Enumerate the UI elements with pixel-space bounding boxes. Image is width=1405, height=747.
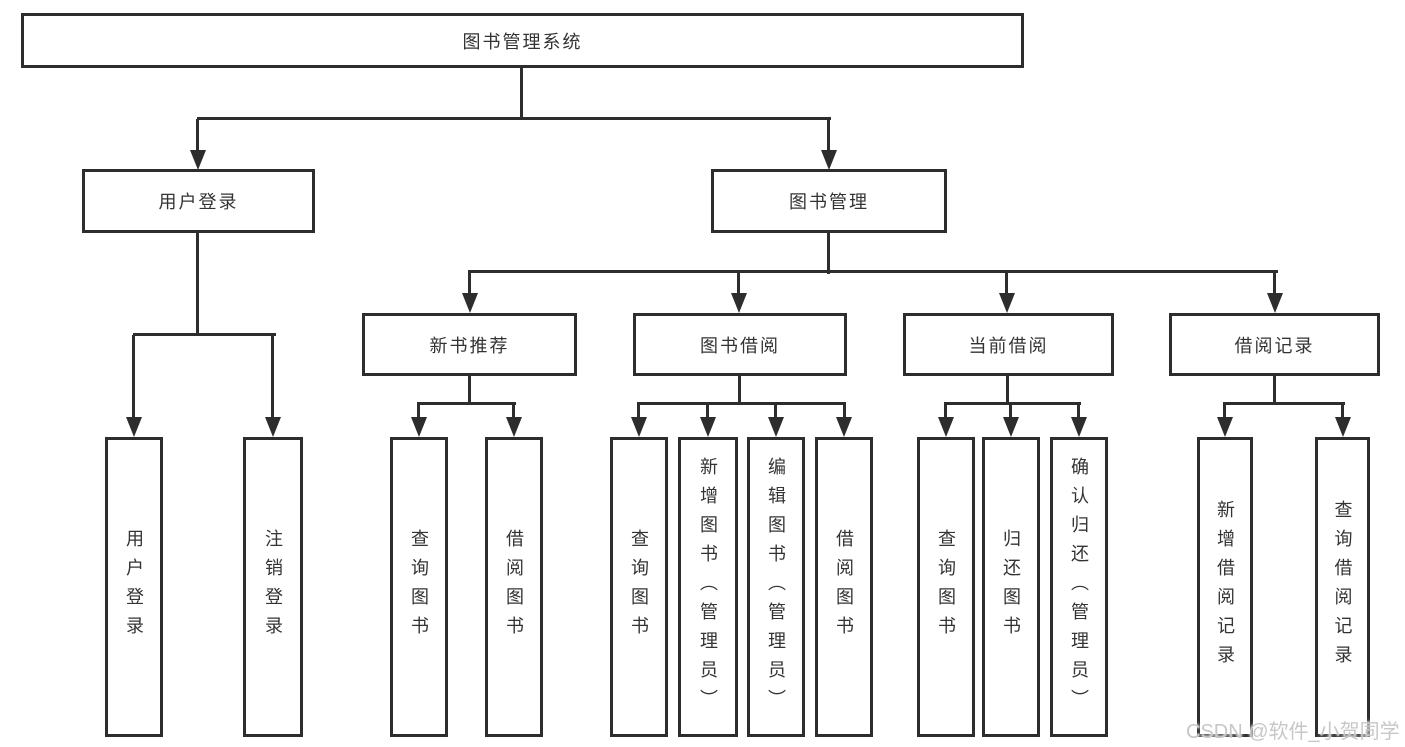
arrowhead-book-mgmt — [821, 150, 837, 170]
node-borrow-records-label: 借阅记录 — [1234, 335, 1315, 356]
leaf-query-books-1-label: 查询图书 — [409, 529, 429, 645]
connector-shaft-book-mgmt — [827, 119, 830, 162]
node-new-books: 新书推荐 — [362, 313, 577, 376]
connector-shaft-leaf-e1 — [1223, 404, 1226, 422]
node-book-mgmt-label: 图书管理 — [789, 192, 869, 212]
connector-shaft-leaf-b1 — [417, 404, 420, 422]
leaf-logout: 注销登录 — [243, 437, 303, 737]
node-current-borrow-label: 当前借阅 — [968, 335, 1049, 356]
connector-shaft-leaf-d1 — [944, 404, 947, 422]
connector-root-drop — [520, 68, 523, 119]
leaf-return-books-label: 归还图书 — [1001, 529, 1021, 645]
leaf-borrow-books-2: 借阅图书 — [815, 437, 873, 737]
connector-shaft-leaf-c3 — [774, 404, 777, 422]
connector-new-books-bus — [417, 402, 516, 405]
arrowhead-leaf-b1 — [411, 417, 427, 437]
connector-shaft-user-login — [196, 119, 199, 162]
connector-current-borrow-drop — [1006, 375, 1009, 405]
leaf-query-books-1: 查询图书 — [390, 437, 448, 737]
connector-shaft-leaf-c4 — [843, 404, 846, 422]
connector-borrow-records-bus — [1223, 402, 1345, 405]
leaf-user-login: 用户登录 — [105, 437, 163, 737]
connector-book-borrow-drop — [738, 376, 741, 405]
connector-root-bus — [197, 117, 831, 120]
connector-shaft-leaf-b2 — [512, 404, 515, 422]
arrowhead-borrow-records — [1267, 293, 1283, 313]
leaf-borrow-books-1: 借阅图书 — [485, 437, 543, 737]
node-book-mgmt: 图书管理 — [711, 169, 947, 233]
leaf-query-books-2-label: 查询图书 — [629, 529, 649, 645]
node-book-borrow: 图书借阅 — [633, 313, 847, 376]
connector-shaft-leaf-d3 — [1077, 404, 1080, 422]
connector-shaft-leaf-d2 — [1009, 404, 1012, 422]
leaf-query-books-3: 查询图书 — [917, 437, 975, 737]
arrowhead-current-borrow — [999, 293, 1015, 313]
connector-shaft-borrow-records — [1273, 272, 1276, 299]
arrowhead-leaf-c1 — [631, 417, 647, 437]
arrowhead-leaf-e1 — [1217, 417, 1233, 437]
node-new-books-label: 新书推荐 — [429, 335, 510, 356]
connector-current-borrow-bus — [944, 402, 1081, 405]
leaf-borrow-books-1-label: 借阅图书 — [504, 529, 524, 645]
arrowhead-leaf-d2 — [1003, 417, 1019, 437]
arrowhead-leaf-a1 — [126, 417, 142, 437]
leaf-query-borrow-record-label: 查询借阅记录 — [1332, 500, 1353, 674]
connector-shaft-current-borrow — [1005, 272, 1008, 299]
leaf-query-books-3-label: 查询图书 — [936, 529, 956, 645]
leaf-add-books-admin-label: 新增图书（管理员） — [698, 456, 718, 718]
leaf-edit-books-admin-label: 编辑图书（管理员） — [766, 456, 786, 718]
connector-book-mgmt-drop — [827, 233, 830, 274]
node-library-system: 图书管理系统 — [21, 13, 1024, 68]
leaf-add-borrow-record-label: 新增借阅记录 — [1215, 500, 1235, 674]
leaf-add-books-admin: 新增图书（管理员） — [678, 437, 738, 737]
connector-shaft-new-books — [468, 272, 471, 299]
leaf-edit-books-admin: 编辑图书（管理员） — [747, 437, 805, 737]
node-user-login-label: 用户登录 — [158, 192, 239, 212]
arrowhead-leaf-c3 — [768, 417, 784, 437]
leaf-query-borrow-record: 查询借阅记录 — [1315, 437, 1370, 737]
arrowhead-leaf-e2 — [1335, 417, 1351, 437]
arrowhead-leaf-b2 — [506, 417, 522, 437]
leaf-logout-label: 注销登录 — [263, 529, 283, 645]
connector-shaft-leaf-a1 — [132, 335, 135, 421]
connector-user-login-bus — [133, 333, 276, 336]
arrowhead-leaf-a2 — [265, 417, 281, 437]
leaf-add-borrow-record: 新增借阅记录 — [1197, 437, 1253, 737]
arrowhead-leaf-c4 — [836, 417, 852, 437]
arrowhead-book-borrow — [731, 293, 747, 313]
connector-book-mgmt-bus — [468, 270, 1278, 273]
node-current-borrow: 当前借阅 — [903, 313, 1114, 376]
leaf-confirm-return-admin-label: 确认归还（管理员） — [1069, 456, 1089, 718]
node-borrow-records: 借阅记录 — [1169, 313, 1380, 376]
connector-shaft-leaf-a2 — [271, 335, 274, 421]
connector-shaft-leaf-c1 — [637, 404, 640, 422]
leaf-confirm-return-admin: 确认归还（管理员） — [1050, 437, 1108, 737]
connector-shaft-book-borrow — [737, 272, 740, 299]
arrowhead-new-books — [462, 293, 478, 313]
connector-book-borrow-bus — [637, 402, 846, 405]
arrowhead-leaf-d1 — [938, 417, 954, 437]
connector-new-books-drop — [468, 376, 471, 405]
connector-user-login-drop — [196, 233, 199, 336]
leaf-borrow-books-2-label: 借阅图书 — [834, 529, 854, 645]
connector-borrow-records-drop — [1273, 375, 1276, 405]
connector-shaft-leaf-c2 — [706, 404, 709, 422]
connector-shaft-leaf-e2 — [1341, 404, 1344, 422]
node-book-borrow-label: 图书借阅 — [700, 335, 780, 356]
node-user-login: 用户登录 — [82, 169, 315, 233]
leaf-user-login-label: 用户登录 — [124, 529, 144, 645]
csdn-watermark: CSDN @软件_小贺同学 — [1186, 721, 1400, 743]
arrowhead-leaf-d3 — [1071, 417, 1087, 437]
node-library-system-label: 图书管理系统 — [462, 31, 583, 52]
arrowhead-user-login — [190, 150, 206, 170]
arrowhead-leaf-c2 — [700, 417, 716, 437]
leaf-return-books: 归还图书 — [982, 437, 1040, 737]
leaf-query-books-2: 查询图书 — [610, 437, 668, 737]
